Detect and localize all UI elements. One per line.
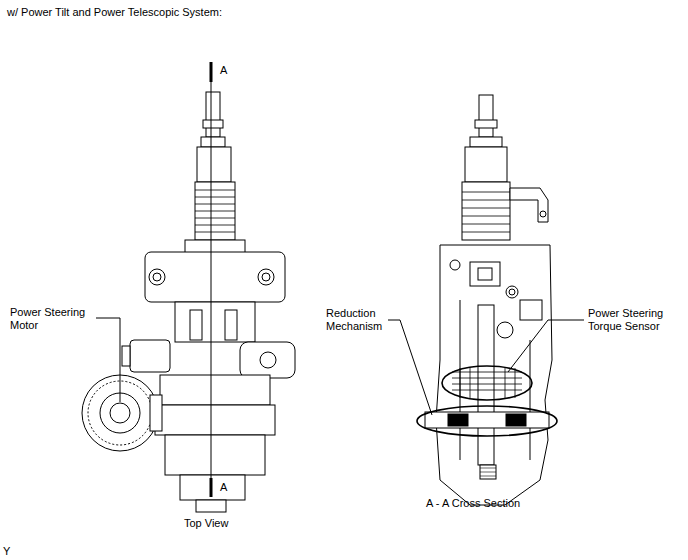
figure-code: Y [3, 545, 10, 558]
part-name: Power Steering Motor [10, 306, 98, 332]
view-caption: A - A Cross Section [426, 497, 520, 510]
figure-title: w/ Power Tilt and Power Telescopic Syste… [7, 6, 222, 19]
part-name: Power Steering Torque Sensor [588, 307, 672, 333]
section-mark: A [220, 64, 227, 77]
part-name: Reduction Mechanism [326, 307, 388, 333]
view-caption: Top View [184, 517, 228, 530]
section-mark: A [220, 481, 227, 494]
